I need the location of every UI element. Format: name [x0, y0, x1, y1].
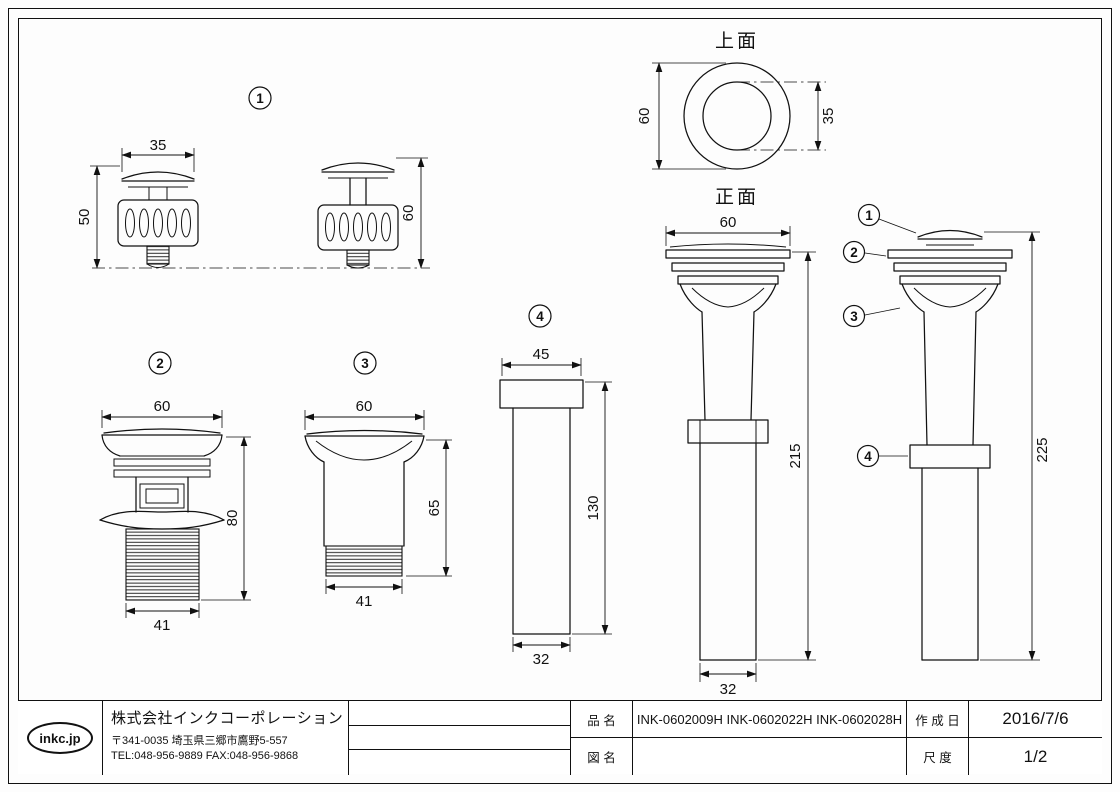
technical-drawing-canvas: 上面 60 35 1 35 — [76, 30, 1051, 698]
front-assembly-view: 正面 60 215 3 — [665, 187, 816, 698]
date-value: 2016/7/6 — [1002, 709, 1069, 728]
name-value-column: INK-0602009H INK-0602022H INK-0602028H — [632, 701, 906, 775]
company-logo: inkc.jp — [27, 722, 93, 754]
logo-text: inkc.jp — [39, 730, 81, 746]
dim-part2-bottom-width: 41 — [154, 617, 171, 634]
product-name-label: 品 名 — [587, 713, 616, 728]
assembly-callout-3-number: 3 — [850, 309, 858, 324]
revision-row — [349, 701, 570, 726]
drawing-name-label: 図 名 — [587, 751, 616, 765]
meta-value-column: 2016/7/6 1/2 — [968, 701, 1102, 775]
revision-table — [348, 701, 570, 775]
name-label-column: 品 名 図 名 — [570, 701, 632, 775]
part1-label: 1 — [256, 91, 264, 106]
dim-part3-top-width: 60 — [356, 398, 373, 415]
assembly-locknut — [909, 444, 991, 469]
part3-label-callout: 3 — [353, 351, 377, 375]
assembly-callout-1: 1 — [857, 203, 917, 234]
assembly-callout-4: 4 — [856, 444, 908, 468]
part4-cap — [499, 379, 584, 409]
dim-part3-height: 65 — [426, 500, 443, 517]
dim-part1-width: 35 — [150, 137, 167, 154]
part1-views: 1 35 — [76, 86, 430, 269]
dim-part4-bottom-width: 32 — [533, 651, 550, 668]
side-assembly-view: 1 2 3 4 225 — [842, 203, 1051, 661]
top-view: 上面 60 35 — [636, 30, 837, 170]
company-info-cell: 株式会社インクコーポレーション 〒341-0035 埼玉県三郷市鷹野5-557 … — [102, 701, 348, 775]
dim-part2-top-width: 60 — [154, 398, 171, 415]
product-name-value: INK-0602009H INK-0602022H INK-0602028H — [636, 711, 903, 727]
part3-view: 3 60 41 65 — [304, 351, 452, 610]
top-view-label: 上面 — [715, 30, 759, 52]
part1-open-view: 60 — [317, 157, 428, 269]
meta-label-column: 作 成 日 尺 度 — [906, 701, 968, 775]
part2-overflow-window — [139, 483, 185, 509]
part3-threaded-body — [325, 545, 403, 577]
dim-part2-height: 80 — [224, 510, 241, 527]
part3-label: 3 — [361, 356, 369, 371]
assembly-callout-3: 3 — [842, 304, 901, 328]
dim-part3-bottom-width: 41 — [356, 593, 373, 610]
assembly-callout-1-number: 1 — [865, 208, 873, 223]
dim-part1-closed-height: 50 — [76, 209, 93, 226]
part1-open-thread-tip — [346, 249, 370, 266]
assembly-callout-2-number: 2 — [850, 245, 858, 260]
dim-assembly-height: 225 — [1034, 437, 1051, 462]
dim-front-bottom-width: 32 — [720, 681, 737, 698]
part4-label-callout: 4 — [528, 304, 552, 328]
title-block: inkc.jp 株式会社インクコーポレーション 〒341-0035 埼玉県三郷市… — [18, 700, 1102, 775]
part1-label-callout: 1 — [248, 86, 272, 110]
revision-row — [349, 726, 570, 751]
assembly-callout-4-number: 4 — [864, 449, 872, 464]
top-view-outer-circle — [683, 62, 791, 170]
part2-label-callout: 2 — [148, 351, 172, 375]
part2-threaded-body — [125, 528, 200, 601]
dim-part4-top-width: 45 — [533, 346, 550, 363]
assembly-callout-2: 2 — [842, 240, 887, 264]
company-address: 〒341-0035 埼玉県三郷市鷹野5-557 — [111, 735, 288, 747]
top-view-inner-circle — [702, 81, 772, 151]
sheet-outer-border — [8, 8, 1112, 784]
dim-front-top-width: 60 — [720, 214, 737, 231]
part2-view: 2 60 41 80 — [99, 351, 251, 634]
scale-value: 1/2 — [1023, 746, 1048, 766]
dim-front-height: 215 — [787, 443, 804, 468]
date-label: 作 成 日 — [915, 713, 960, 728]
company-contact: TEL:048-956-9889 FAX:048-956-9868 — [111, 750, 299, 762]
part4-view: 4 45 32 130 — [499, 304, 612, 668]
dim-topview-outer: 60 — [636, 108, 653, 125]
part2-label: 2 — [156, 356, 164, 371]
company-name: 株式会社インクコーポレーション — [111, 710, 344, 727]
dim-part1-open-height: 60 — [400, 205, 417, 222]
dim-topview-inner: 35 — [820, 108, 837, 125]
revision-row — [349, 750, 570, 775]
part4-label: 4 — [536, 309, 544, 324]
dim-part4-height: 130 — [585, 495, 602, 520]
part1-thread-tip — [146, 245, 170, 265]
logo-cell: inkc.jp — [18, 701, 102, 775]
part1-closed-view: 35 50 — [76, 137, 199, 269]
front-locknut — [687, 419, 769, 444]
front-view-label: 正面 — [715, 187, 759, 208]
scale-label: 尺 度 — [923, 751, 952, 765]
